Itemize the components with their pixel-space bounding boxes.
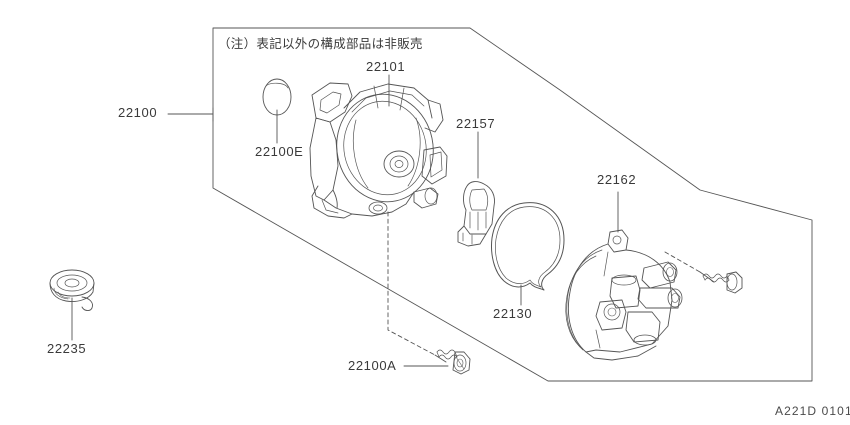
label-22162: 22162	[597, 172, 637, 187]
non-sale-note: （注）表記以外の構成部品は非販売	[218, 36, 423, 51]
assembly-boundary-polygon	[212, 27, 813, 382]
part-distributor-housing-22101	[309, 82, 448, 219]
label-22100e: 22100E	[255, 144, 304, 159]
label-22130: 22130	[493, 306, 533, 321]
part-cap-screw	[699, 271, 743, 294]
dashed-cap-screw-path	[664, 251, 701, 273]
part-rotor-22157	[457, 181, 495, 247]
leader-22100	[167, 107, 214, 122]
dashed-assembly-path	[387, 211, 436, 356]
part-cap-seal-22100e	[262, 78, 292, 116]
part-mounting-bolt-22100a	[434, 349, 471, 375]
label-22235: 22235	[47, 341, 87, 356]
part-distributor-cap-22162	[565, 229, 683, 361]
label-22157: 22157	[456, 116, 496, 131]
diagram-code: A221D 0101	[775, 404, 850, 418]
label-22100a: 22100A	[348, 358, 397, 373]
label-22100: 22100	[118, 105, 158, 120]
label-22101: 22101	[366, 59, 406, 74]
part-gasket-22130	[491, 202, 565, 291]
part-pickup-coil-22235	[49, 269, 95, 311]
cap-towers	[595, 261, 683, 346]
